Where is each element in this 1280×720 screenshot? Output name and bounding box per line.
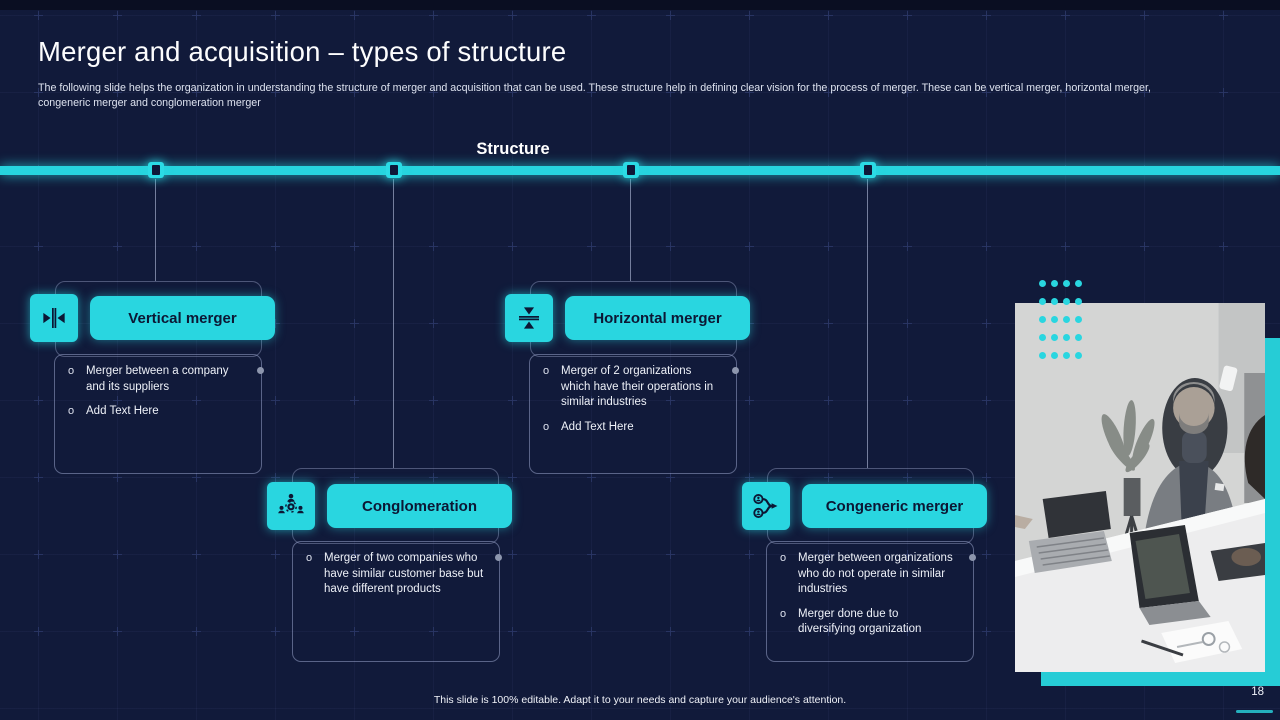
timeline-bar [0,166,1280,175]
connector-line [393,179,394,468]
timeline-node [860,162,876,178]
merge-flow-icon [742,482,790,530]
connector-line [867,179,868,468]
photo-accent-bar-right [1263,338,1280,686]
timeline-node [386,162,402,178]
page-number-underline [1236,710,1273,713]
merge-vertical-icon [505,294,553,342]
horizontal-merger-button[interactable]: Horizontal merger [565,296,750,340]
congeneric-merger-button[interactable]: Congeneric merger [802,484,987,528]
structure-heading: Structure [476,140,550,158]
vertical-merger-button[interactable]: Vertical merger [90,296,275,340]
top-strip [0,0,1280,10]
office-photo [1015,303,1265,672]
slide-description: The following slide helps the organizati… [38,82,1151,109]
footer-note: This slide is 100% editable. Adapt it to… [433,694,847,706]
page-number: 18 [1251,686,1264,698]
connector-line [630,179,631,281]
timeline-node [148,162,164,178]
connector-line [155,179,156,281]
dots-decor [1039,280,1082,359]
conglomeration-button[interactable]: Conglomeration [327,484,512,528]
photo-accent-bar-bottom [1041,670,1280,686]
merge-horizontal-icon [30,294,78,342]
team-gear-icon [267,482,315,530]
page-title: Merger and acquisition – types of struct… [38,36,567,67]
timeline-node [623,162,639,178]
